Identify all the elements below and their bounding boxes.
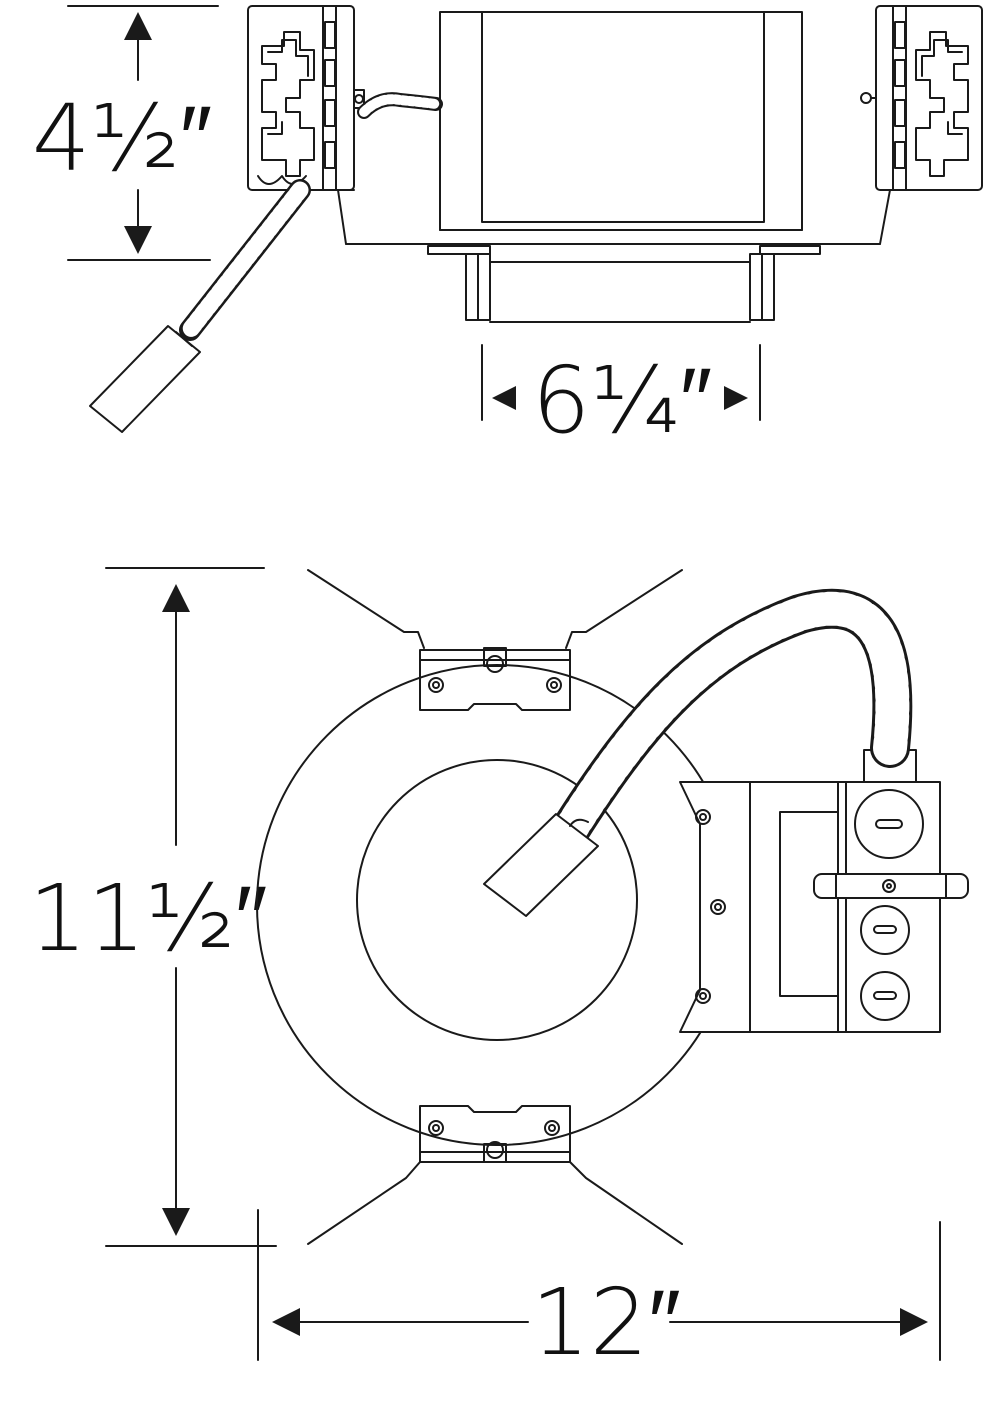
top-plug-connector — [483, 813, 599, 917]
top-flex-conduit — [550, 588, 913, 850]
side-short-conduit — [357, 92, 443, 119]
top-width-label: 12″ — [531, 1269, 681, 1376]
side-plug-connector — [89, 325, 201, 433]
top-mounting-clip — [307, 569, 683, 711]
top-height-label: 11½″ — [29, 865, 268, 972]
left-bracket — [247, 5, 355, 191]
aperture-ring — [356, 759, 638, 1041]
side-height-dimension — [67, 5, 219, 261]
side-height-label: 4½″ — [32, 85, 212, 192]
right-bracket — [860, 5, 983, 191]
side-width-label: 6¼″ — [532, 347, 712, 454]
bottom-mounting-clip — [307, 1105, 683, 1245]
side-long-conduit — [179, 179, 311, 341]
top-height-dimension — [105, 567, 277, 1247]
driver-box — [439, 11, 803, 231]
top-view: 11½″ — [29, 567, 969, 1376]
top-width-dimension — [257, 1209, 941, 1361]
junction-box — [679, 749, 969, 1033]
housing-base — [465, 253, 775, 323]
outer-trim-ring — [256, 664, 738, 1146]
side-width-dimension — [481, 344, 761, 421]
side-view: 4½″ — [32, 5, 983, 454]
mounting-frame — [337, 189, 891, 255]
